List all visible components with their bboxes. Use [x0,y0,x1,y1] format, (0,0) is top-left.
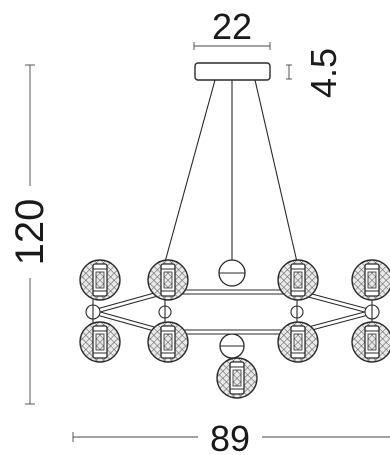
canopy-height-label: 4.5 [303,48,344,98]
rod [296,293,373,315]
mesh-globe-shade [277,321,319,363]
mesh-globe-shade [351,259,390,301]
total-height-dimension: 120 [8,64,52,405]
mesh-globe-shade [216,357,258,399]
canopy-width-label: 22 [212,6,252,47]
mesh-globe-shade [147,259,189,301]
mesh-globe-shade [277,259,319,301]
canopy-height-dimension: 4.5 [286,48,344,98]
total-width-label: 89 [210,418,250,455]
total-width-dimension: 89 [72,418,390,455]
suspension-cables [164,79,298,263]
frame-joints [85,292,380,332]
total-height-label: 120 [8,199,52,266]
canopy-width-dimension: 22 [193,6,271,50]
mesh-globe-shade [79,321,121,363]
ceiling-canopy [194,62,271,81]
frame-rods [92,289,373,345]
mesh-globe-shade [351,321,390,363]
cable-left [164,79,216,263]
mesh-globe-shade [79,259,121,301]
center-lower-orb [219,333,245,359]
mesh-globe-shade [147,321,189,363]
rod [92,309,166,331]
cable-right [254,79,298,263]
rod [92,293,166,315]
center-top-orb [218,259,246,287]
